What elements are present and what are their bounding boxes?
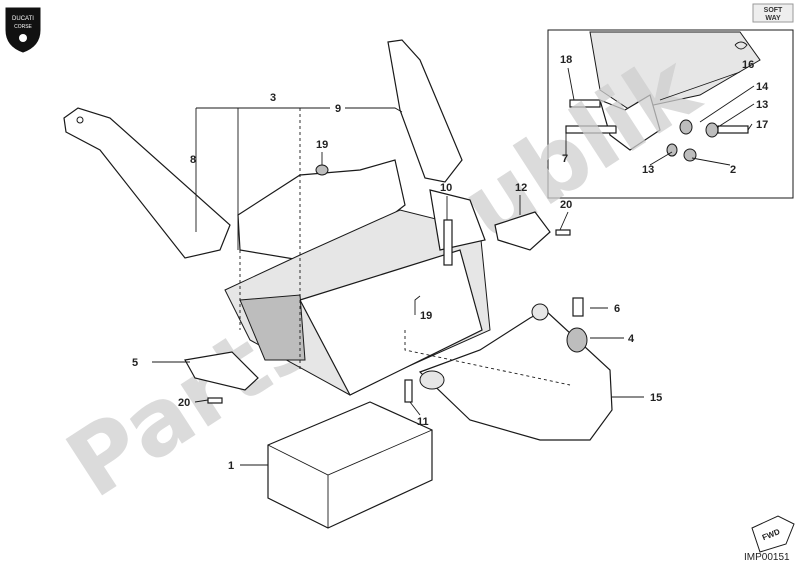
badge-text-way: WAY — [765, 15, 781, 22]
right-strap-bracket — [387, 39, 463, 183]
callout-17: 17 — [756, 119, 768, 131]
callout-5: 5 — [132, 357, 138, 369]
callout-20-left: 20 — [178, 397, 190, 409]
callout-3: 3 — [270, 92, 276, 104]
callout-10: 10 — [440, 182, 452, 194]
callout-2: 2 — [730, 164, 736, 176]
ecu-box — [267, 401, 433, 529]
clip-bracket-12 — [494, 211, 551, 251]
callout-19-lower: 19 — [420, 310, 432, 322]
bolt-17 — [717, 125, 749, 134]
callout-14: 14 — [756, 81, 769, 93]
clip-bracket-5 — [184, 351, 259, 391]
screw-6 — [572, 297, 584, 317]
callout-8: 8 — [190, 154, 196, 166]
badge-text-soft: SOFT — [764, 7, 783, 14]
screw-20-right — [555, 229, 571, 236]
ducati-corse-logo: DUCATI CORSE — [5, 7, 41, 53]
callout-13-lower: 13 — [642, 164, 654, 176]
callout-4: 4 — [628, 333, 635, 345]
callout-11: 11 — [417, 416, 429, 428]
callout-6: 6 — [614, 303, 620, 315]
callout-7: 7 — [562, 153, 568, 165]
logo-text-corse: CORSE — [14, 24, 32, 30]
lower-support-bracket — [418, 309, 613, 441]
diagram-code: IMP00151 — [744, 552, 790, 563]
left-strap-bracket — [63, 107, 231, 259]
callout-19-upper: 19 — [316, 139, 328, 151]
main-tray-frame — [224, 159, 491, 396]
rubber-mount-4 — [566, 327, 588, 353]
bolt-18 — [569, 99, 601, 108]
callout-16: 16 — [742, 59, 754, 71]
logo-text-ducati: DUCATI — [12, 16, 34, 22]
bolt-7 — [565, 125, 617, 134]
forward-arrow-icon: FWD — [751, 515, 795, 553]
callout-1: 1 — [228, 460, 234, 472]
bolt-11 — [404, 379, 413, 403]
callout-13-upper: 13 — [756, 99, 768, 111]
nut-2 — [683, 148, 697, 162]
screw-20-left — [207, 397, 223, 404]
leader-lines — [152, 67, 755, 466]
detail-inset — [547, 29, 794, 199]
callout-labels: 1 2 3 4 5 6 7 8 9 10 11 12 13 13 14 15 1… — [132, 54, 769, 472]
callout-9: 9 — [335, 103, 341, 115]
nut-19-upper — [315, 164, 329, 176]
bolt-10 — [443, 219, 453, 266]
callout-18: 18 — [560, 54, 572, 66]
callout-20-right: 20 — [560, 199, 572, 211]
callout-12: 12 — [515, 182, 527, 194]
rubber-14 — [679, 119, 693, 135]
softway-badge: SOFT WAY — [752, 3, 794, 23]
callout-15: 15 — [650, 392, 662, 404]
